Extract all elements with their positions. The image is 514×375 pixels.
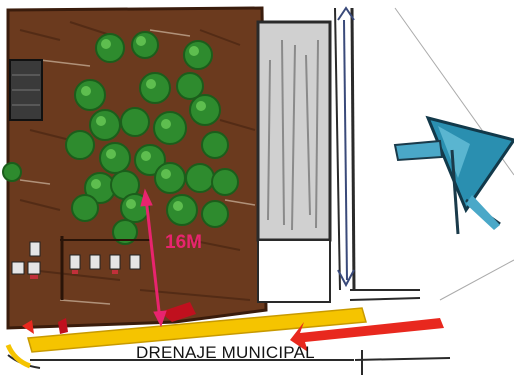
building-block (9, 59, 43, 121)
parking-row (11, 236, 150, 300)
distance-label: 16M (165, 232, 202, 253)
north-arrow-icon (393, 115, 514, 235)
drainage-channel (5, 307, 367, 369)
dimension-line (140, 188, 167, 328)
road-lines (7, 6, 514, 375)
drainage-label: DRENAJE MUNICIPAL (136, 343, 315, 362)
flow-arrow (22, 302, 444, 352)
grey-building (256, 20, 332, 303)
tree-cluster (2, 31, 239, 245)
